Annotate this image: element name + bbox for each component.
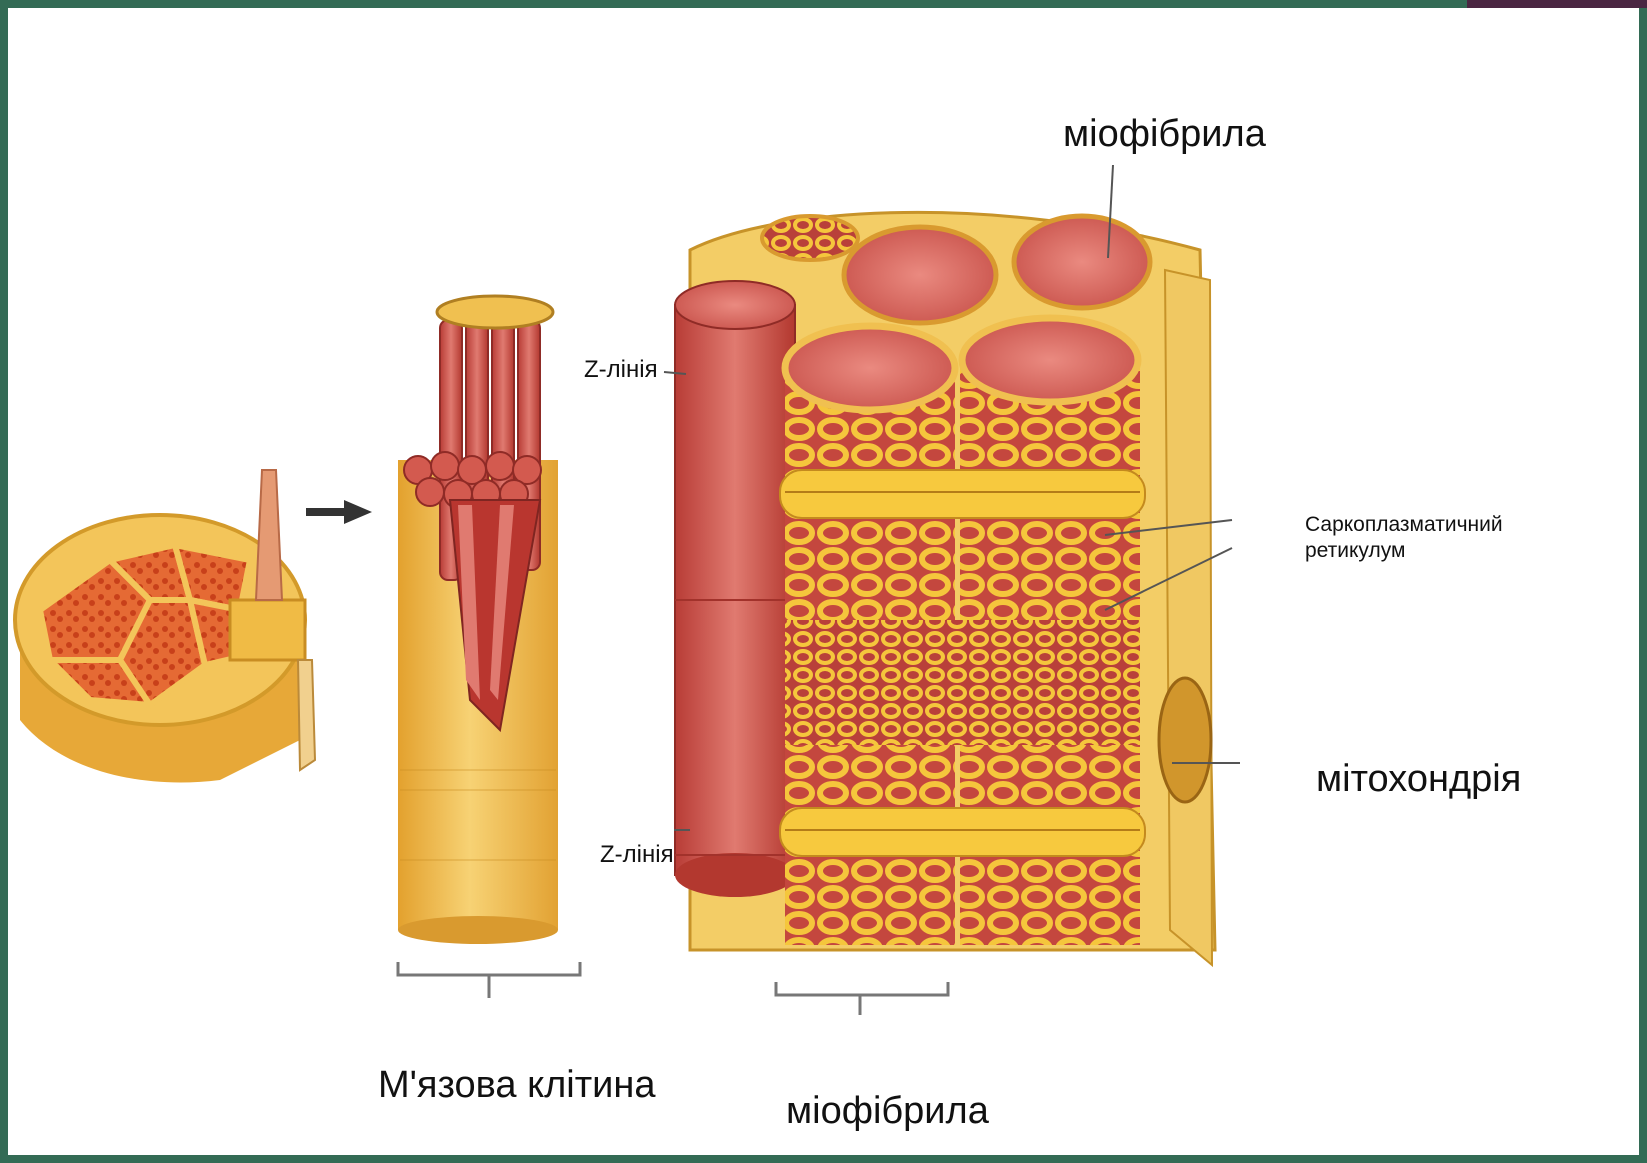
label-sr-line2: ретикулум [1305,538,1503,564]
arrow-icon [306,500,372,524]
label-myofibril-bottom: міофібрила [786,1092,989,1130]
muscle-cross-section [15,470,315,783]
label-z-line-top: Z-лінія [584,358,658,382]
label-sarcoplasmic-reticulum: Саркоплазматичний ретикулум [1305,512,1503,565]
label-z-line-bottom: Z-лінія [600,843,674,867]
label-mitochondrion: мітохондрія [1316,760,1521,798]
label-myofibril-top: міофібрила [1063,115,1266,153]
myofibril-scale-bracket [776,982,948,1015]
muscle-cell-drawing [398,296,580,998]
myofibril-bundle-drawing [675,212,1215,1015]
label-muscle-cell: М'язова клітина [378,1066,656,1104]
cell-scale-bracket [398,962,580,998]
label-sr-line1: Саркоплазматичний [1305,512,1503,538]
